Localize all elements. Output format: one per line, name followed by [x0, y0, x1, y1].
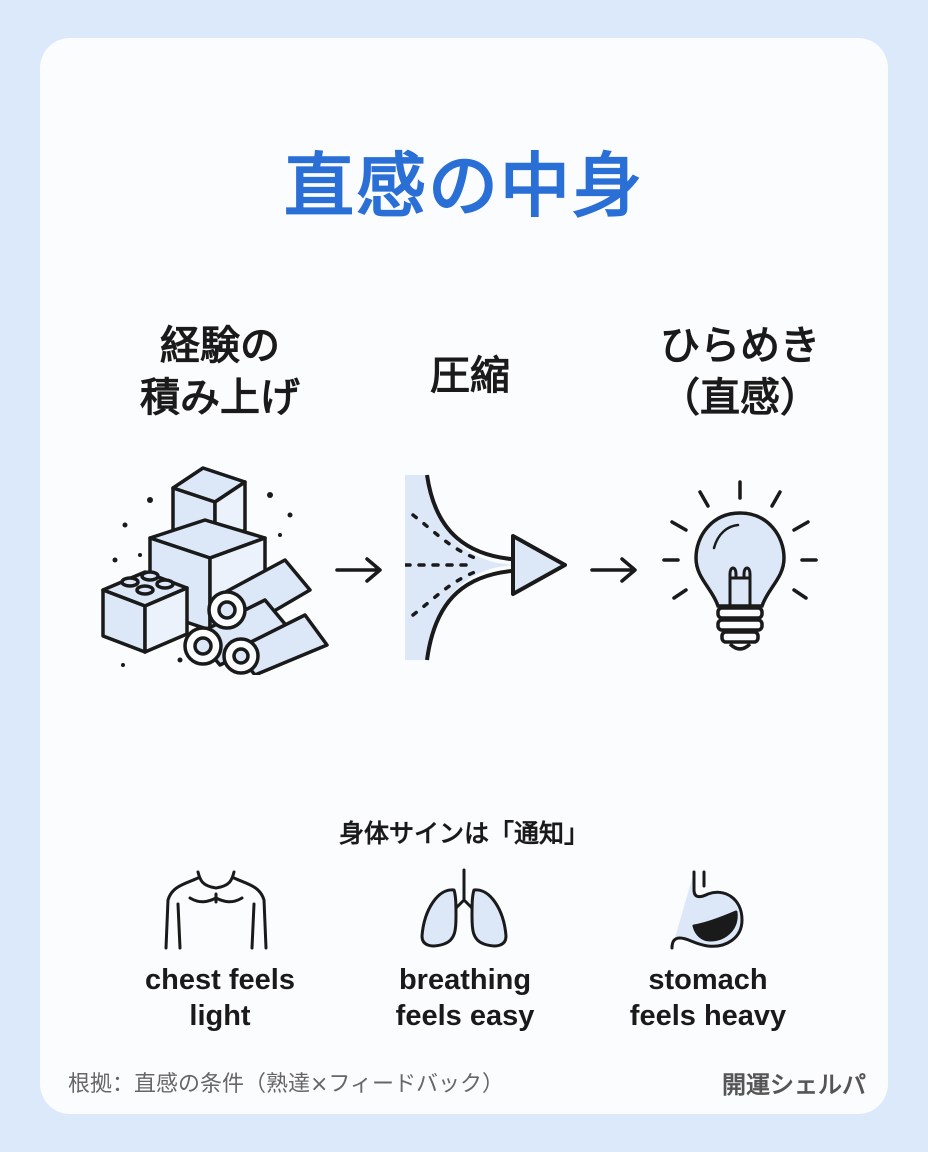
sign-label-chest: chest feels light: [145, 964, 295, 1032]
step-label-compression: 圧縮: [430, 353, 510, 399]
step-label-experience: 経験の 積み上げ: [140, 323, 300, 421]
body-signs-heading: 身体サインは「通知」: [338, 819, 589, 848]
compression-funnel-icon: [405, 474, 567, 661]
stomach-icon: [670, 870, 744, 950]
step-label-inspiration: ひらめき （直感）: [660, 323, 820, 421]
chest-icon: [164, 870, 268, 950]
blocks-logs-icon: [101, 466, 329, 675]
arrow-right-icon-2: [590, 557, 637, 583]
sign-label-breathing: breathing feels easy: [395, 964, 535, 1032]
source-note: 根拠：直感の条件（熟達×フィードバック）: [68, 1072, 504, 1097]
lightbulb-icon: [662, 480, 818, 651]
brand-name: 開運シェルパ: [722, 1071, 866, 1099]
arrow-right-icon: [335, 557, 382, 583]
sign-label-stomach: stomach feels heavy: [629, 964, 787, 1032]
lungs-icon: [420, 868, 508, 948]
page-title: 直感の中身: [284, 145, 644, 227]
